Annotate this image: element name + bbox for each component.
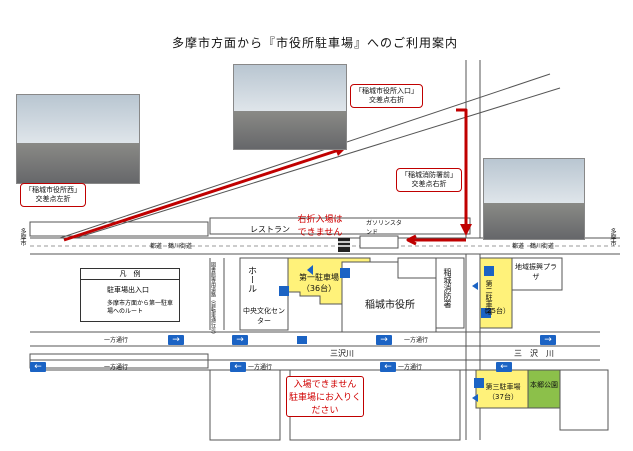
block-plaza [511, 257, 563, 291]
entrance-arrows [307, 265, 478, 402]
callout-line-2: 交差点右折 [369, 96, 404, 104]
river-label: 三沢川 [330, 349, 354, 358]
legend-entry-label: 駐車場出入口 [107, 286, 149, 294]
label-first-parking: 第一駐車場 （36台） [294, 272, 344, 294]
note-no-right-entry: 右折入場は できません [296, 212, 344, 238]
block-fire-station [435, 257, 465, 329]
one-way-label: 一方通行 [248, 364, 273, 371]
second-parking-name: 第二駐車場 [485, 280, 493, 315]
third-parking-count: （37台） [488, 393, 518, 401]
note-no-entry: 入場できません 駐車場にお入りください [286, 376, 364, 417]
callout-line-2: 交差点左折 [35, 195, 71, 203]
place-label-tama-left: 多摩市 [19, 228, 26, 246]
page-title: 多摩市方面から『市役所駐車場』へのご利用案内 [171, 36, 458, 50]
one-way-arrow-icon: ← [230, 362, 246, 372]
one-way-label: 一方通行 [404, 337, 429, 344]
block-north-left [29, 221, 209, 237]
callout-city-hall-entrance: 「稲城市役所入口」 交差点右折 [350, 84, 423, 108]
one-way-label: 一方通行 [104, 364, 129, 371]
label-library-road: 図書館専用道路（自転車通行可） [210, 262, 216, 337]
river-label-right: 三 沢 川 [514, 349, 554, 358]
label-second-parking: 第二駐車場 [484, 280, 494, 315]
gas-station-lot [359, 235, 399, 249]
second-parking-count: （25台） [480, 307, 510, 315]
label-community-plaza: 地域振興プラザ [515, 263, 557, 281]
one-way-arrow-icon: ← [30, 362, 46, 372]
one-way-arrow-icon: → [232, 335, 248, 345]
label-hongo-park: 本郷公園 [530, 381, 558, 389]
block-right-1 [559, 369, 609, 431]
callout-line-1: 「稲城市役所西」 [25, 186, 81, 194]
recommended-route [63, 108, 468, 246]
label-city-hall: 稲城市役所 [365, 300, 415, 311]
legend-route-label: 多摩市方面から第一駐車場へのルート [107, 300, 174, 315]
note-line-2: できません [297, 228, 343, 238]
library-road [209, 258, 225, 330]
small-building [397, 257, 437, 279]
label-fire-station: 稲城消防署 [443, 268, 452, 308]
road-label-tsurukawa: 都道 鶴川街道 [150, 243, 193, 250]
callout-line-2: 交差点右折 [411, 180, 447, 188]
one-way-arrow-icon: → [168, 335, 184, 345]
place-label-tama-right: 多摩市 [609, 228, 616, 246]
first-parking-name: 第一駐車場 [299, 273, 339, 282]
one-way-arrow-icon: ← [496, 362, 512, 372]
block-left-2 [209, 369, 281, 441]
callout-line-1: 「稲城消防署前」 [401, 171, 457, 179]
one-way-arrow-icon: ← [380, 362, 396, 372]
parking-entrance-marks [297, 238, 350, 344]
note-line-1: 入場できません [293, 380, 357, 390]
callout-fire-station: 「稲城消防署前」 交差点右折 [396, 168, 462, 192]
photo-fire-station [483, 158, 585, 240]
hongo-park [527, 369, 561, 409]
one-way-label: 一方通行 [398, 364, 423, 371]
callout-line-1: 「稲城市役所入口」 [355, 87, 418, 95]
one-way-arrow-icon: → [376, 335, 392, 345]
label-central-culture: 中央文化センター [243, 307, 285, 325]
legend: 凡 例 駐車場出入口 多摩市方面から第一駐車場へのルート [80, 268, 180, 322]
photo-city-hall-west [16, 94, 140, 184]
note-line-1: 右折入場は [297, 215, 343, 225]
one-way-arrow-icon: → [540, 335, 556, 345]
label-hall: ホール [246, 266, 256, 293]
diagonal-road [59, 73, 561, 239]
road-label-tsurukawa-right: 都道 鶴川街道 [512, 243, 555, 250]
accessible-parking-icons [279, 266, 494, 388]
label-third-parking: 第三駐車場 （37台） [478, 382, 528, 402]
callout-city-hall-west: 「稲城市役所西」 交差点左折 [20, 183, 86, 207]
first-parking-count: （36台） [301, 284, 337, 293]
third-parking-name: 第三駐車場 [485, 383, 521, 391]
one-way-label: 一方通行 [104, 337, 129, 344]
note-line-2: 駐車場にお入りください [288, 393, 361, 416]
label-gas-station: ガソリンスタンド [366, 220, 402, 236]
label-restaurant: レストラン [250, 225, 290, 234]
block-left-1 [29, 353, 209, 369]
photo-city-hall-entrance [233, 64, 347, 150]
legend-header: 凡 例 [81, 269, 179, 280]
